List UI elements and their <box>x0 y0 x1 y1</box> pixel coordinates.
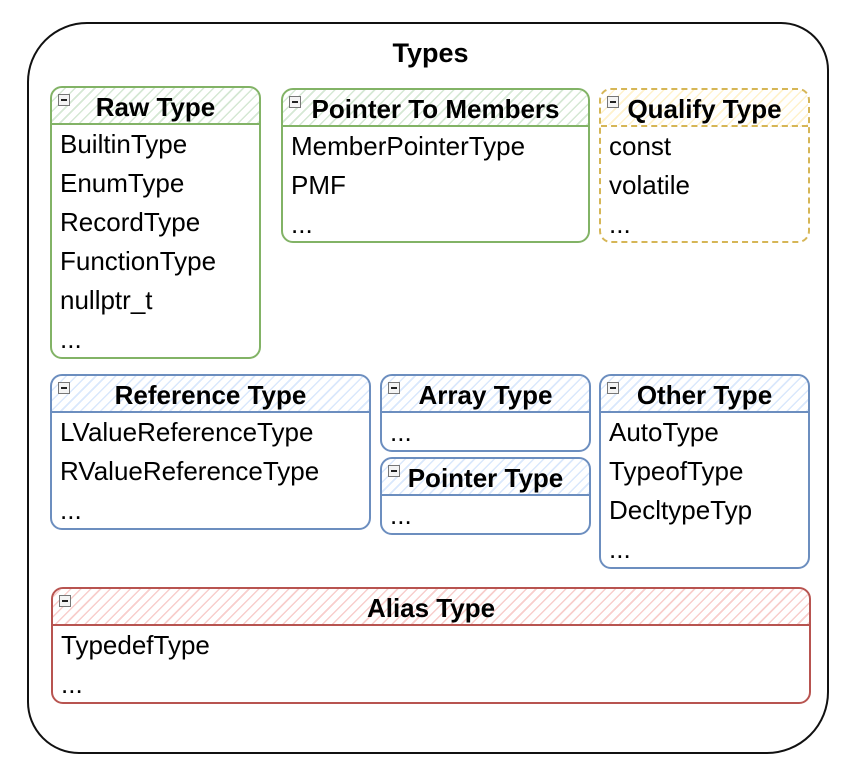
pointer-type-title: Pointer Type <box>407 463 564 493</box>
diagram-title: Types <box>392 38 469 68</box>
list-item: DecltypeTyp <box>609 495 753 525</box>
pointer-to-members-header[interactable]: Pointer To Members <box>283 90 588 127</box>
array-type-box[interactable]: Array Type ... <box>380 374 591 452</box>
collapse-icon[interactable] <box>388 382 400 394</box>
reference-type-items: LValueReferenceType RValueReferenceType … <box>52 413 369 528</box>
reference-type-box[interactable]: Reference Type LValueReferenceType RValu… <box>50 374 371 530</box>
alias-type-box[interactable]: Alias Type TypedefType ... <box>51 587 811 704</box>
other-type-header[interactable]: Other Type <box>601 376 808 413</box>
collapse-icon[interactable] <box>58 382 70 394</box>
list-item: ... <box>390 417 412 447</box>
list-item: const <box>609 131 672 161</box>
list-item: ... <box>609 209 631 239</box>
list-item: ... <box>60 324 82 354</box>
list-item: RecordType <box>60 207 201 237</box>
list-item: ... <box>60 495 82 525</box>
pointer-type-header[interactable]: Pointer Type <box>382 459 589 496</box>
pointer-to-members-items: MemberPointerType PMF ... <box>283 127 588 241</box>
collapse-icon[interactable] <box>58 94 70 106</box>
qualify-type-box[interactable]: Qualify Type const volatile ... <box>599 88 810 243</box>
list-item: nullptr_t <box>60 285 153 315</box>
pointer-to-members-box[interactable]: Pointer To Members MemberPointerType PMF… <box>281 88 590 243</box>
list-item: LValueReferenceType <box>60 417 314 447</box>
reference-type-title: Reference Type <box>114 380 307 410</box>
pointer-to-members-title: Pointer To Members <box>311 94 560 124</box>
collapse-icon[interactable] <box>59 595 71 607</box>
reference-type-header[interactable]: Reference Type <box>52 376 369 413</box>
list-item: FunctionType <box>60 246 217 276</box>
raw-type-header[interactable]: Raw Type <box>52 88 259 125</box>
list-item: TypedefType <box>61 630 210 660</box>
collapse-icon[interactable] <box>607 382 619 394</box>
collapse-icon[interactable] <box>289 96 301 108</box>
list-item: ... <box>390 500 412 530</box>
array-type-title: Array Type <box>418 380 553 410</box>
list-item: ... <box>291 209 313 239</box>
list-item: ... <box>609 534 631 564</box>
list-item: volatile <box>609 170 690 200</box>
raw-type-box[interactable]: Raw Type BuiltinType EnumType RecordType… <box>50 86 261 359</box>
pointer-type-items: ... <box>382 496 589 533</box>
other-type-items: AutoType TypeofType DecltypeTyp ... <box>601 413 808 567</box>
list-item: PMF <box>291 170 346 200</box>
other-type-title: Other Type <box>636 380 773 410</box>
collapse-icon[interactable] <box>607 96 619 108</box>
alias-type-header[interactable]: Alias Type <box>53 589 809 626</box>
list-item: AutoType <box>609 417 719 447</box>
list-item: EnumType <box>60 168 185 198</box>
qualify-type-header[interactable]: Qualify Type <box>601 90 808 127</box>
qualify-type-title: Qualify Type <box>627 94 782 124</box>
alias-type-items: TypedefType ... <box>53 626 809 702</box>
array-type-header[interactable]: Array Type <box>382 376 589 413</box>
array-type-items: ... <box>382 413 589 450</box>
list-item: ... <box>61 669 83 699</box>
pointer-type-box[interactable]: Pointer Type ... <box>380 457 591 535</box>
list-item: TypeofType <box>609 456 744 486</box>
list-item: MemberPointerType <box>291 131 526 161</box>
list-item: RValueReferenceType <box>60 456 320 486</box>
list-item: BuiltinType <box>60 129 188 159</box>
qualify-type-items: const volatile ... <box>601 127 808 241</box>
raw-type-items: BuiltinType EnumType RecordType Function… <box>52 125 259 357</box>
types-container <box>27 22 829 754</box>
raw-type-title: Raw Type <box>95 92 216 122</box>
collapse-icon[interactable] <box>388 465 400 477</box>
alias-type-title: Alias Type <box>366 593 496 623</box>
other-type-box[interactable]: Other Type AutoType TypeofType DecltypeT… <box>599 374 810 569</box>
